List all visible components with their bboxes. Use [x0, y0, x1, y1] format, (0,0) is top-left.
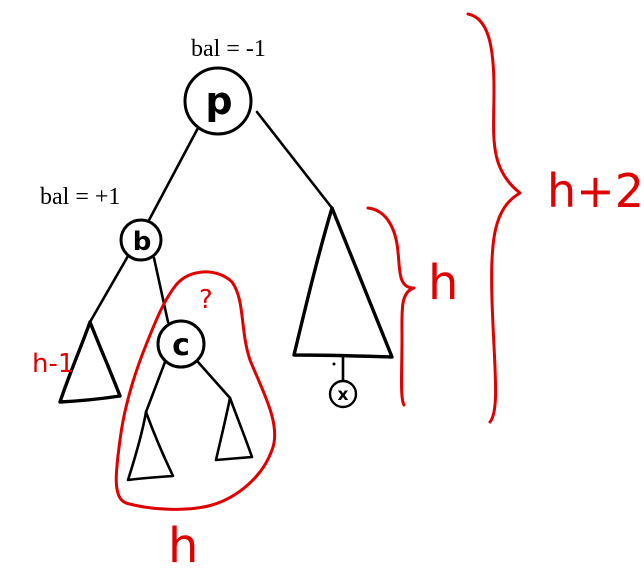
node-b-letter: b [133, 227, 152, 257]
balance-label-b: bal = +1 [40, 184, 120, 210]
whole-tree-height-label: h+2 [547, 164, 644, 218]
edge-b-c [152, 256, 170, 324]
node-c: c [156, 319, 206, 369]
edge-b-left-subtree [88, 254, 130, 324]
right-subtree-brace [366, 206, 416, 407]
left-subtree-triangle [58, 320, 122, 404]
edge-p-b [146, 126, 200, 224]
edge-c-left-subtree [144, 360, 167, 414]
whole-tree-brace [466, 12, 522, 424]
circled-group-outline [114, 270, 277, 511]
c-left-subtree-triangle [126, 410, 175, 482]
question-mark: ? [199, 285, 213, 315]
subtrees [58, 206, 394, 482]
left-subtree-height-label: h-1 [32, 349, 74, 379]
tree-edges [88, 110, 345, 414]
c-right-subtree-triangle [214, 396, 254, 462]
node-c-letter: c [172, 328, 190, 363]
circled-group-height-label: h [168, 518, 198, 574]
edge-p-right-subtree [255, 110, 334, 210]
right-subtree-triangle [292, 206, 394, 359]
node-p: p [183, 66, 253, 136]
node-x: x [328, 379, 358, 409]
red-annotations: ? h-1 h h h+2 [32, 12, 644, 574]
node-p-letter: p [205, 79, 232, 123]
edge-c-right-subtree [196, 360, 232, 400]
dot-mark [332, 362, 336, 366]
node-b: b [119, 218, 163, 262]
node-x-letter: x [338, 385, 349, 405]
balance-label-p: bal = -1 [191, 36, 266, 62]
right-subtree-height-label: h [428, 255, 458, 311]
